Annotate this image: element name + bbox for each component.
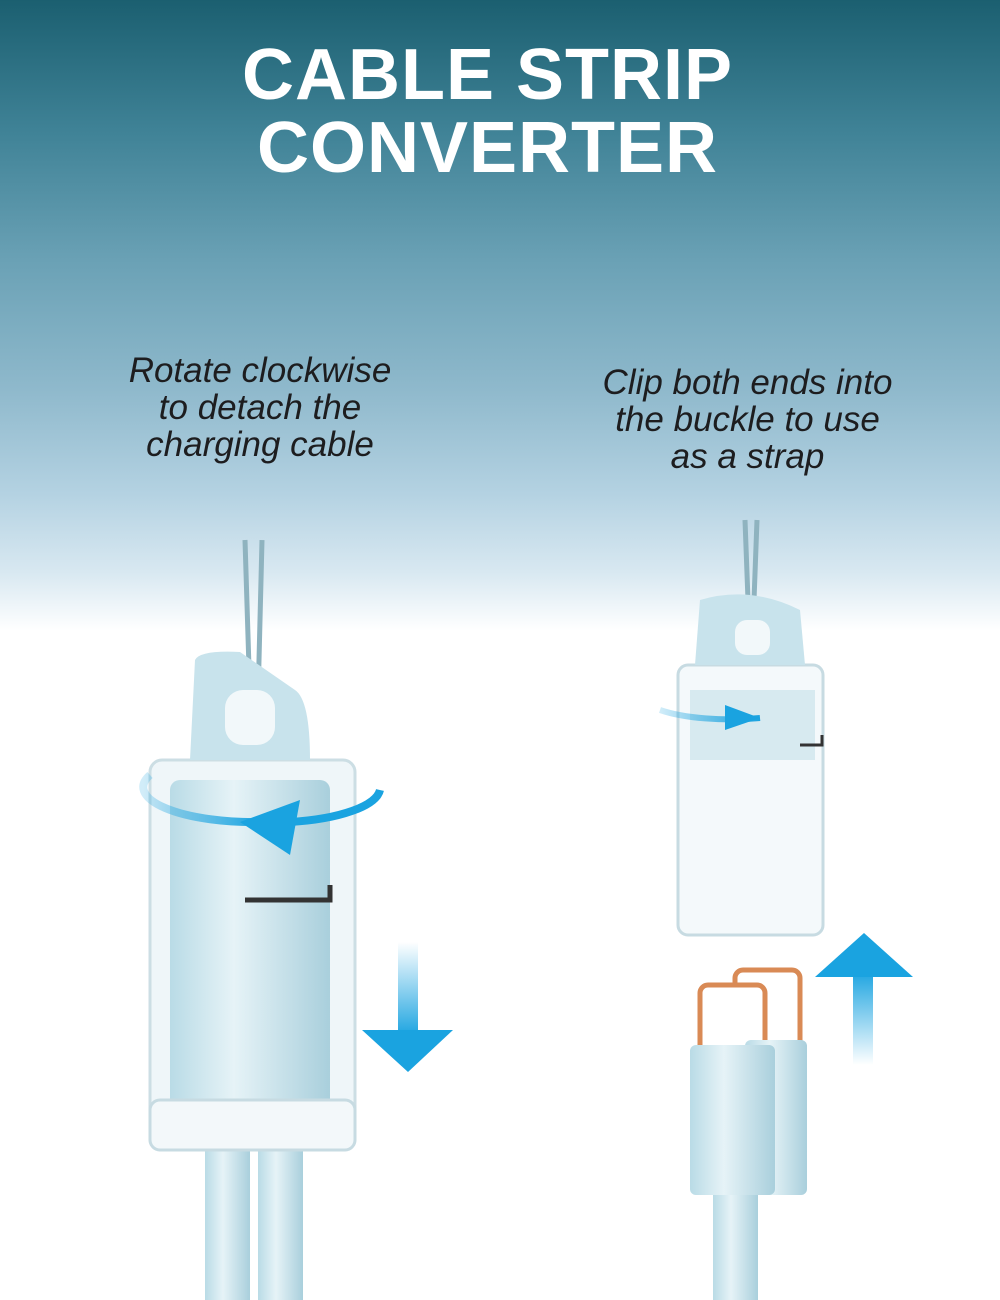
left-converter xyxy=(148,539,357,1300)
caption-right: Clip both ends into the buckle to use as… xyxy=(575,364,920,475)
title-line-2: CONVERTER xyxy=(256,108,719,188)
caption-left-line: charging cable xyxy=(146,425,374,464)
rotate-arrow-icon xyxy=(139,771,384,855)
caption-right-line: as a strap xyxy=(670,437,825,476)
caption-left-line: to detach the xyxy=(158,388,362,427)
usb-c-connector xyxy=(690,967,807,1300)
title-line-1: CABLE STRIP xyxy=(241,35,734,115)
arrow-down-icon xyxy=(362,942,453,1072)
right-converter xyxy=(659,519,825,937)
caption-right-line: Clip both ends into xyxy=(602,363,893,402)
caption-left-line: Rotate clockwise xyxy=(128,351,392,390)
arrow-up-icon xyxy=(815,933,913,1065)
caption-right-line: the buckle to use xyxy=(615,400,880,439)
caption-left: Rotate clockwise to detach the charging … xyxy=(90,352,430,463)
